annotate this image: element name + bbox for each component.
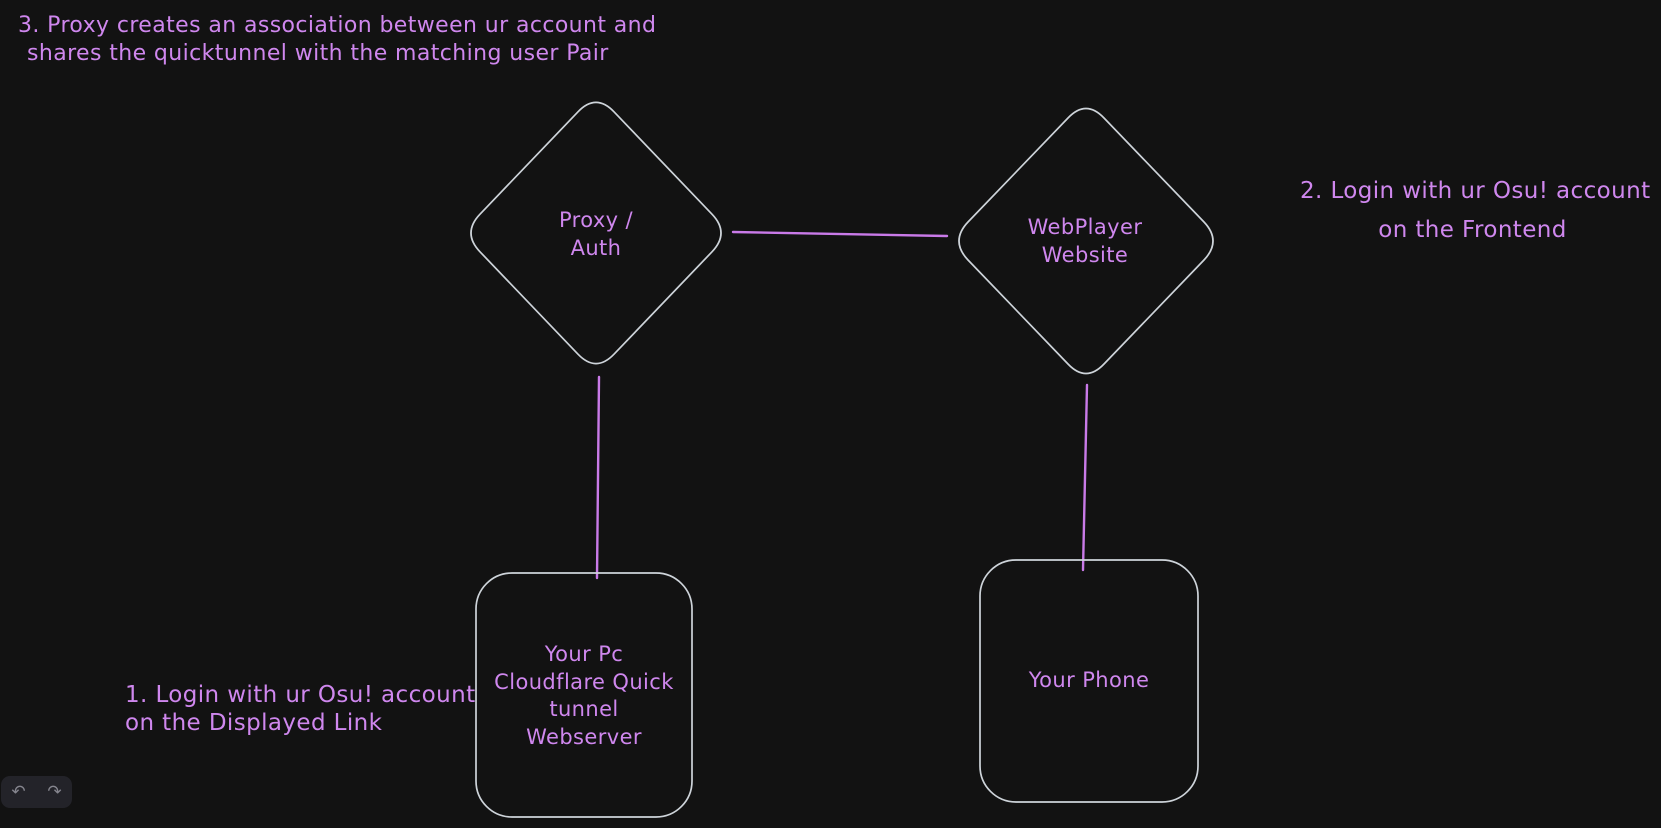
proxy-auth-diamond[interactable] xyxy=(470,101,722,365)
edge-webplayer-phone[interactable] xyxy=(1081,383,1089,572)
edge-proxy-pc[interactable] xyxy=(595,375,601,580)
annotation-step-2-line2: on the Frontend xyxy=(1378,217,1567,243)
undo-icon: ↶ xyxy=(11,781,26,802)
pc-tunnel-label[interactable]: Your Pc Cloudflare Quick tunnel Webserve… xyxy=(474,641,694,751)
proxy-auth-label[interactable]: Proxy / Auth xyxy=(496,207,696,262)
webplayer-label-line2: Website xyxy=(1041,242,1129,267)
edge-proxy-webplayer[interactable] xyxy=(731,230,949,238)
webplayer-label[interactable]: WebPlayer Website xyxy=(985,214,1185,269)
redo-icon: ↷ xyxy=(47,781,62,802)
annotation-step-3-line1: 3. Proxy creates an association between … xyxy=(18,13,657,38)
pc-tunnel-label-line3: tunnel xyxy=(549,697,619,721)
undo-redo-toolbar: ↶ ↷ xyxy=(1,776,72,808)
phone-label[interactable]: Your Phone xyxy=(989,667,1189,695)
webplayer-diamond[interactable] xyxy=(958,107,1214,375)
phone-label-line1: Your Phone xyxy=(1028,668,1150,692)
webplayer-label-line1: WebPlayer xyxy=(1027,215,1143,239)
annotation-step-1[interactable]: 1. Login with ur Osu! account on the Dis… xyxy=(125,681,476,737)
pc-rounded-rectangle[interactable] xyxy=(475,572,693,818)
phone-rounded-rectangle[interactable] xyxy=(979,559,1199,803)
proxy-auth-label-line1: Proxy / xyxy=(558,208,634,232)
undo-button[interactable]: ↶ xyxy=(7,780,31,804)
redo-button[interactable]: ↷ xyxy=(43,780,67,804)
annotation-step-1-line2: on the Displayed Link xyxy=(125,710,383,736)
pc-tunnel-label-line2: Cloudflare Quick xyxy=(494,669,674,694)
annotation-step-3-line2: shares the quicktunnel with the matching… xyxy=(27,41,609,66)
proxy-auth-label-line2: Auth xyxy=(570,235,622,260)
pc-tunnel-label-line4: Webserver xyxy=(526,724,642,749)
annotation-step-2-line1: 2. Login with ur Osu! account xyxy=(1300,178,1651,204)
pc-tunnel-label-line1: Your Pc xyxy=(544,642,624,666)
annotation-step-2[interactable]: 2. Login with ur Osu! account on the Fro… xyxy=(1300,172,1651,250)
annotation-step-3[interactable]: 3. Proxy creates an association between … xyxy=(18,12,656,68)
annotation-step-1-line1: 1. Login with ur Osu! account xyxy=(125,682,476,708)
